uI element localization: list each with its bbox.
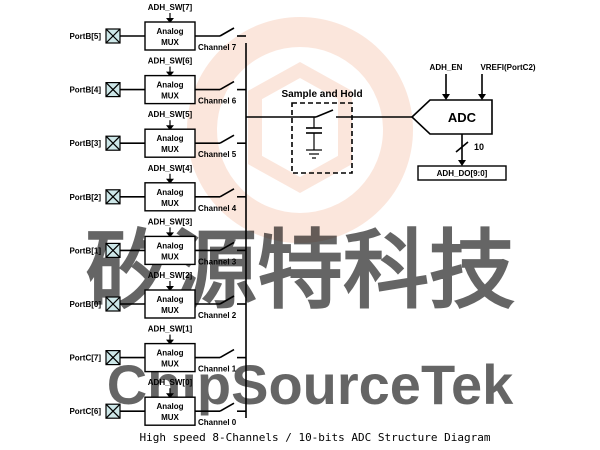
port-label: PortB[2] bbox=[69, 193, 101, 202]
mux-switch-label: ADH_SW[7] bbox=[148, 3, 193, 12]
analog-mux-label: MUX bbox=[161, 199, 179, 208]
watermark-logo-ring bbox=[187, 17, 413, 243]
channel-switch bbox=[219, 348, 235, 359]
adc-bus-width: 10 bbox=[474, 142, 484, 152]
mux-switch-label: ADH_SW[3] bbox=[148, 217, 193, 226]
analog-mux-box bbox=[144, 235, 196, 266]
channel-switch bbox=[219, 134, 235, 144]
diagram-caption: High speed 8-Channels / 10-bits ADC Stru… bbox=[140, 431, 491, 444]
watermark-logo-mark bbox=[248, 61, 352, 194]
analog-mux-box bbox=[144, 396, 196, 426]
channel-label: Channel 5 bbox=[198, 150, 237, 159]
channel-label: Channel 2 bbox=[198, 311, 237, 320]
analog-mux-label: Analog bbox=[156, 188, 183, 197]
adc-output-box bbox=[417, 165, 507, 181]
analog-mux-label: MUX bbox=[161, 92, 179, 101]
adc-symbol bbox=[410, 99, 493, 135]
analog-mux-box bbox=[144, 74, 196, 105]
port-label: PortB[1] bbox=[69, 246, 101, 255]
channel-label: Channel 7 bbox=[198, 43, 237, 52]
analog-mux-label: MUX bbox=[161, 38, 179, 47]
channel-label: Channel 4 bbox=[198, 204, 237, 213]
channel-label: Channel 0 bbox=[198, 418, 237, 427]
channel-label: Channel 3 bbox=[198, 257, 237, 266]
analog-mux-box bbox=[144, 128, 196, 158]
mux-switch-label: ADH_SW[4] bbox=[148, 164, 193, 173]
analog-mux-label: Analog bbox=[156, 27, 183, 36]
analog-mux-label: MUX bbox=[161, 145, 179, 154]
channel-switch bbox=[219, 80, 235, 91]
port-label: PortB[5] bbox=[69, 32, 101, 41]
channel-switch bbox=[219, 188, 235, 198]
mux-switch-label: ADH_SW[5] bbox=[148, 110, 193, 119]
analog-mux-label: Analog bbox=[156, 295, 183, 304]
analog-mux-label: Analog bbox=[156, 241, 183, 250]
analog-mux-label: MUX bbox=[161, 306, 179, 315]
analog-mux-label: MUX bbox=[161, 252, 179, 261]
analog-mux-label: Analog bbox=[156, 402, 183, 411]
mux-switch-label: ADH_SW[2] bbox=[148, 271, 193, 280]
adc-vref-label: VREFI(PortC2) bbox=[480, 63, 535, 72]
mux-switch-label: ADH_SW[6] bbox=[148, 57, 193, 66]
adc-enable-label: ADH_EN bbox=[430, 63, 463, 72]
mux-switch-label: ADH_SW[0] bbox=[148, 378, 193, 387]
adc-block: ADC ADH_EN VREFI(PortC2) 10 ADH_DO[9:0] bbox=[410, 63, 536, 181]
channel-switch bbox=[219, 295, 235, 305]
sample-hold-label: Sample and Hold bbox=[281, 89, 362, 100]
adc-output-label: ADH_DO[9:0] bbox=[437, 169, 488, 178]
sample-hold-box bbox=[291, 102, 353, 174]
port-label: PortC[7] bbox=[69, 354, 101, 363]
mux-switch-label: ADH_SW[1] bbox=[148, 325, 193, 334]
adc-label: ADC bbox=[448, 110, 477, 125]
port-label: PortC[6] bbox=[69, 407, 101, 416]
analog-mux-label: Analog bbox=[156, 134, 183, 143]
sample-hold-block: Sample and Hold bbox=[281, 89, 412, 174]
channel-switch bbox=[219, 402, 235, 412]
analog-mux-label: MUX bbox=[161, 360, 179, 369]
port-label: PortB[4] bbox=[69, 86, 101, 95]
channel-switch bbox=[219, 241, 235, 252]
channel-label: Channel 6 bbox=[198, 97, 237, 106]
port-label: PortB[3] bbox=[69, 139, 101, 148]
analog-mux-label: Analog bbox=[156, 349, 183, 358]
channel-switch bbox=[219, 27, 235, 37]
analog-mux-label: Analog bbox=[156, 81, 183, 90]
analog-mux-label: MUX bbox=[161, 413, 179, 422]
port-label: PortB[0] bbox=[69, 300, 101, 309]
channel-label: Channel 1 bbox=[198, 365, 237, 374]
